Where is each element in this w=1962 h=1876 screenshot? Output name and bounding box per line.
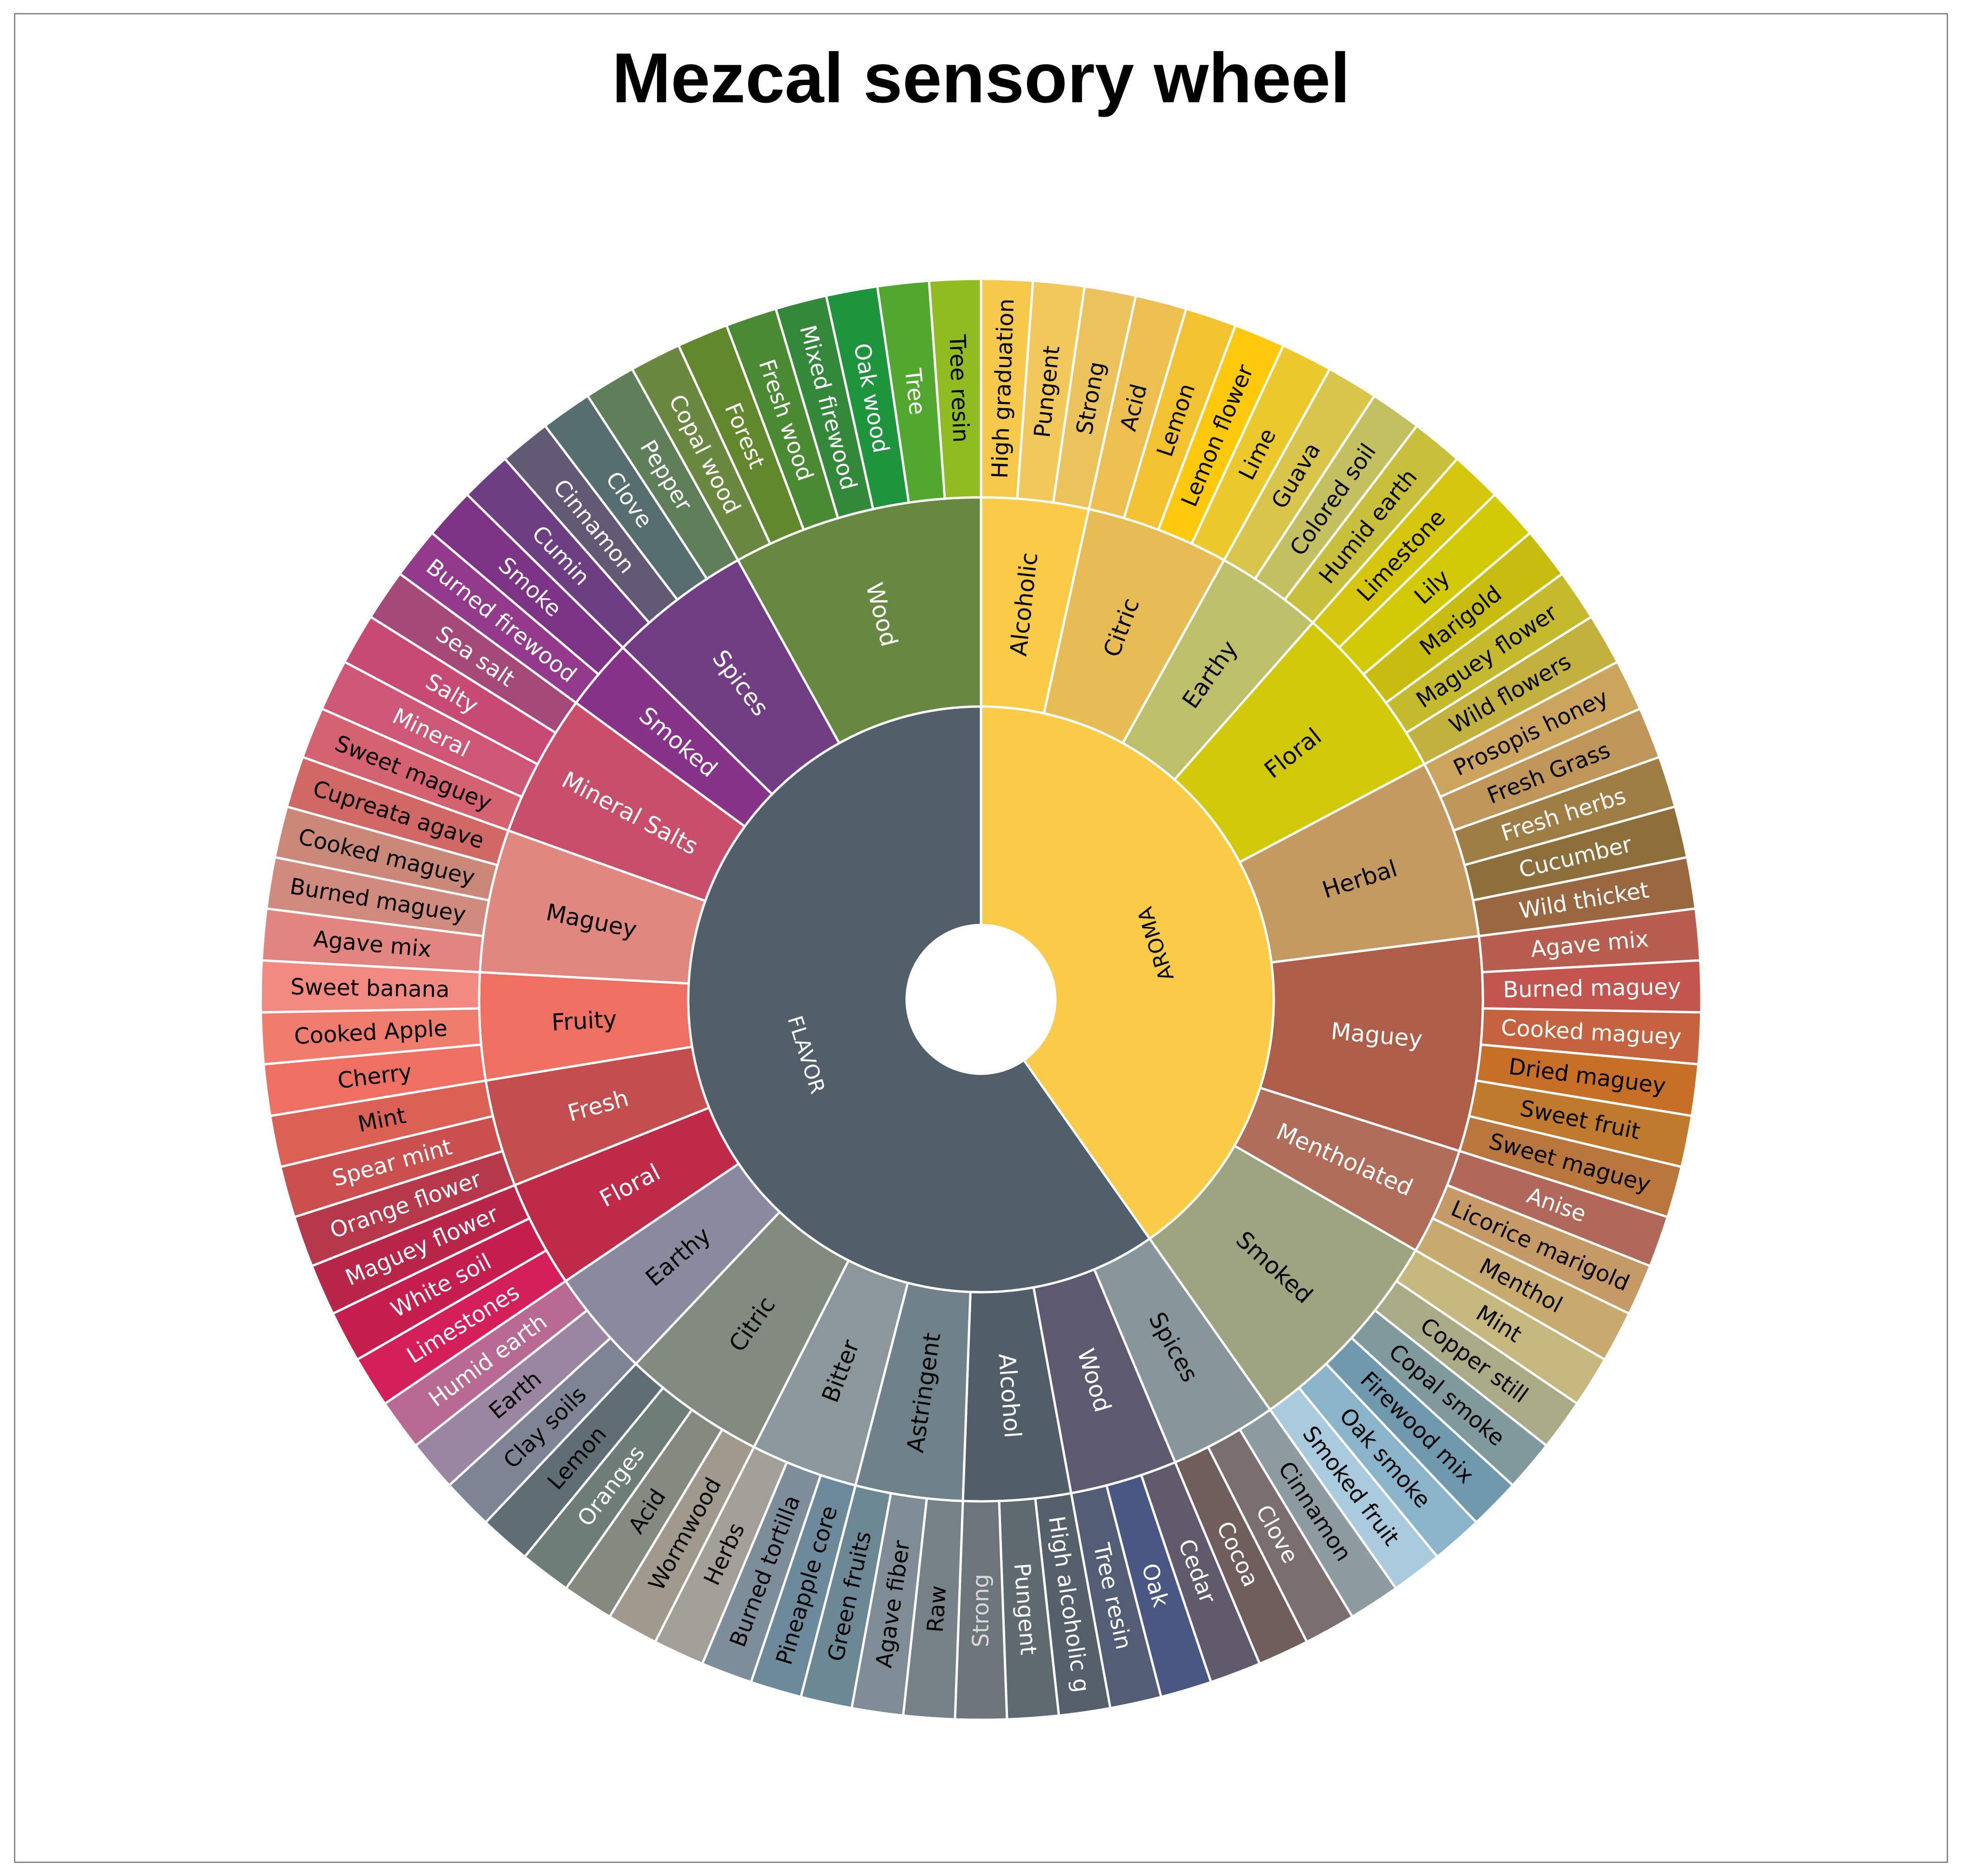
label-flavor-fruity-sweet-banana: Sweet banana bbox=[290, 974, 450, 1003]
label-aroma-maguey-burned-maguey: Burned maguey bbox=[1503, 974, 1681, 1003]
label-flavor-astringent-raw: Raw bbox=[922, 1585, 952, 1633]
label-flavor-fruity: Fruity bbox=[551, 1006, 618, 1037]
segment-flavor-wood-tree-resin[interactable] bbox=[928, 277, 982, 500]
chart-title: Mezcal sensory wheel bbox=[612, 39, 1350, 118]
center-hole bbox=[907, 925, 1055, 1074]
label-aroma-alcoholic-high-graduation: High graduation bbox=[987, 298, 1019, 479]
label-flavor-wood-tree: Tree bbox=[899, 367, 930, 416]
label-flavor-alcohol-strong: Strong bbox=[968, 1574, 994, 1647]
label-flavor-alcohol: Alcohol bbox=[993, 1353, 1026, 1439]
label-flavor-wood-tree-resin: Tree resin bbox=[944, 334, 974, 443]
